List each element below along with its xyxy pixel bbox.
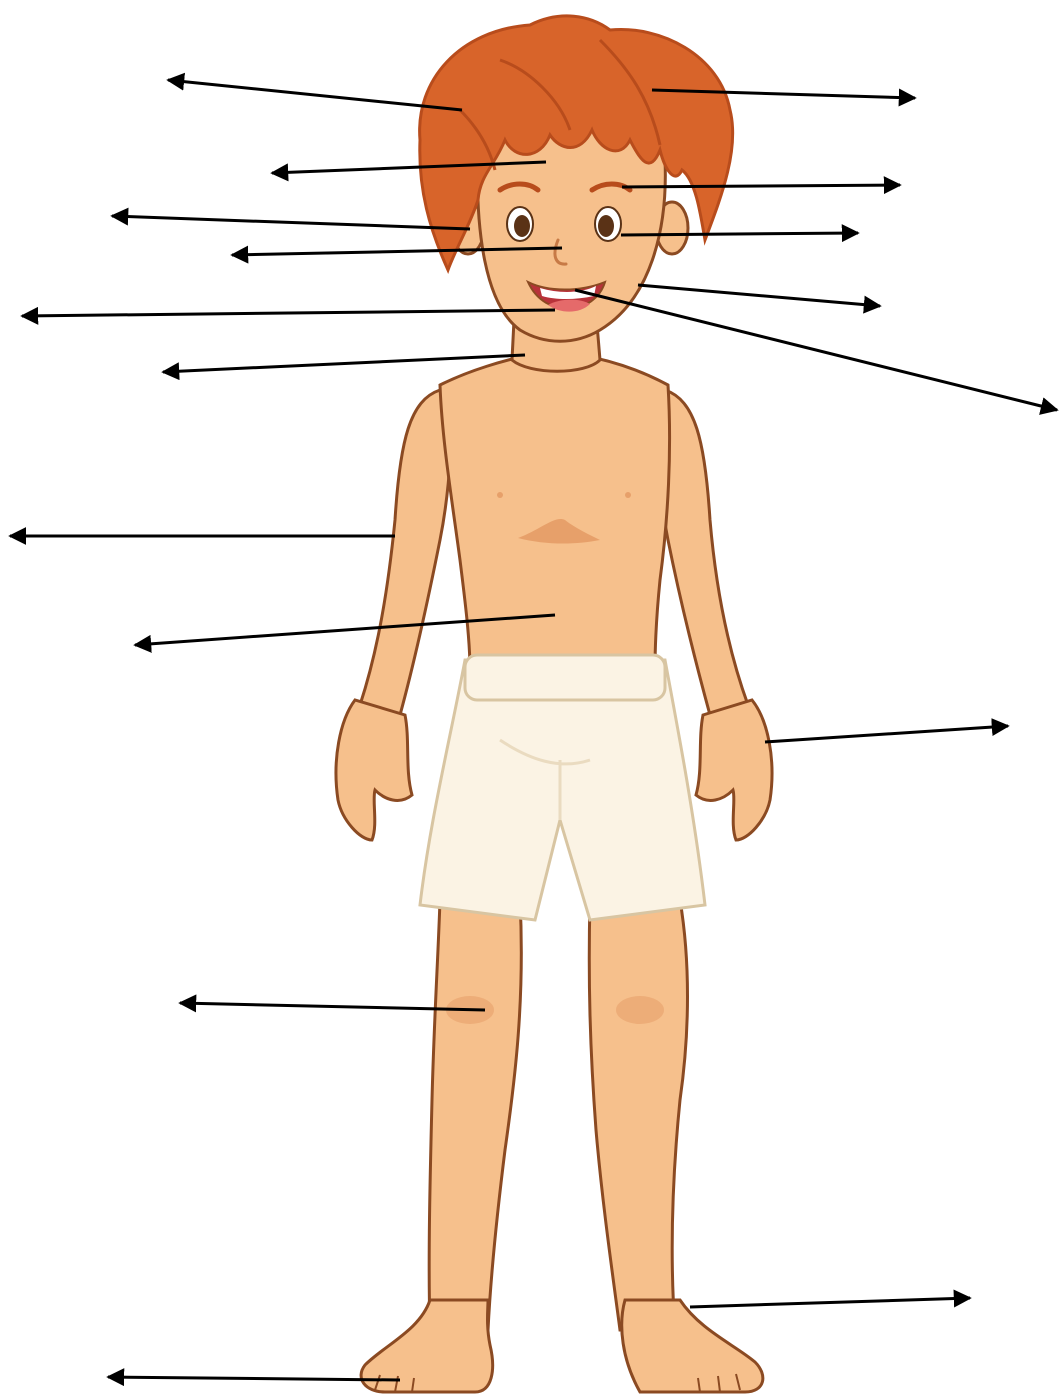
arrow-toes: [108, 1377, 400, 1380]
left-foot: [361, 1300, 493, 1392]
arrow-eyebrow: [622, 185, 900, 187]
right-knee: [616, 996, 664, 1024]
arrow-mouth: [22, 310, 555, 316]
torso: [440, 355, 670, 670]
left-leg: [429, 900, 521, 1330]
right-pupil: [598, 215, 614, 237]
left-nipple: [497, 492, 503, 498]
arrow-cheek: [638, 285, 880, 306]
left-hand: [336, 700, 412, 840]
arrow-hair-left: [168, 80, 462, 110]
shorts: [420, 655, 705, 920]
right-nipple: [625, 492, 631, 498]
arrow-foot: [690, 1298, 970, 1307]
left-arm: [360, 390, 452, 715]
feet: [361, 1300, 763, 1392]
arrow-hand: [765, 726, 1008, 742]
arrow-ear: [112, 216, 470, 229]
head: [420, 16, 733, 341]
arrow-eye: [621, 233, 858, 235]
left-pupil: [514, 215, 530, 237]
right-leg: [589, 900, 687, 1330]
shorts-waistband: [465, 655, 665, 700]
arrow-neck: [163, 355, 525, 372]
right-foot: [622, 1300, 763, 1392]
right-hand: [696, 700, 772, 840]
boy-illustration: [336, 16, 772, 1392]
legs: [429, 900, 687, 1330]
